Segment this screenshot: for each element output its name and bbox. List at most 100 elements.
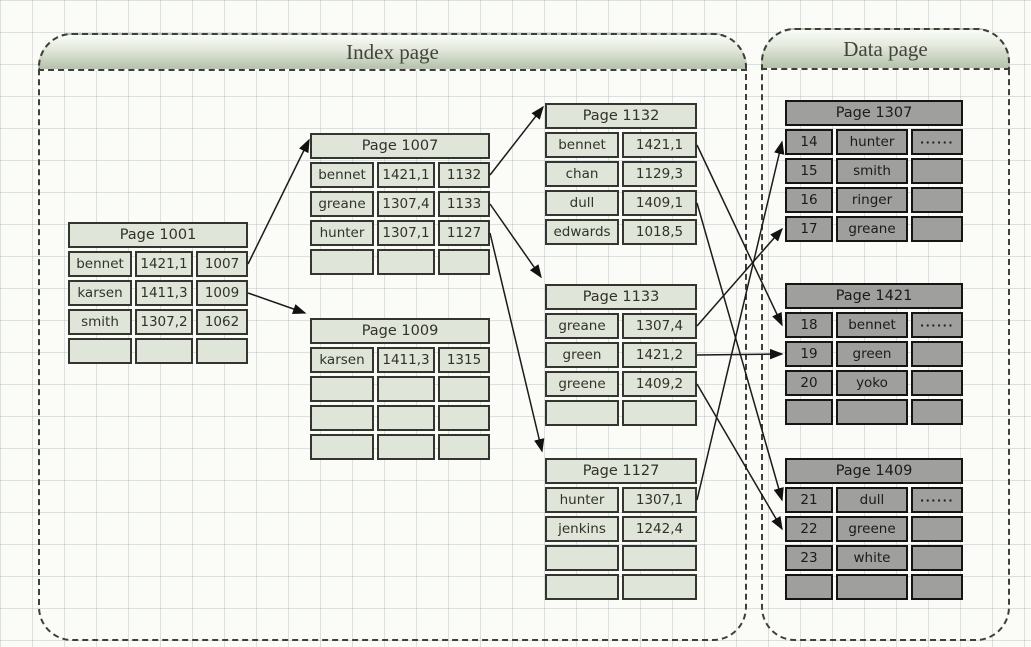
- table-cell-1001-r1-c2: 1009: [196, 280, 248, 306]
- table-cell-1001-r1-c1: 1411,3: [135, 280, 193, 306]
- table-cell-1421-r1-c0: 19: [785, 341, 833, 367]
- table-cell-1133-r0-c1: 1307,4: [622, 313, 697, 339]
- table-cell-1127-r0-c0: hunter: [545, 487, 619, 513]
- table-cell-1001-r1-c0: karsen: [68, 280, 132, 306]
- table-cell-1421-r2-c0: 20: [785, 370, 833, 396]
- page-table-title-1307: Page 1307: [785, 100, 963, 126]
- table-cell-1001-r2-c2: 1062: [196, 309, 248, 335]
- table-cell-1133-r0-c0: greane: [545, 313, 619, 339]
- table-cell-1007-r2-c2: 1127: [438, 220, 490, 246]
- table-cell-1133-r3-c0: [545, 400, 619, 426]
- page-table-title-1007: Page 1007: [310, 133, 490, 159]
- table-cell-1001-r0-c2: 1007: [196, 251, 248, 277]
- table-cell-1133-r2-c1: 1409,2: [622, 371, 697, 397]
- table-cell-1307-r1-c1: smith: [836, 158, 908, 184]
- table-cell-1009-r3-c0: [310, 434, 374, 460]
- table-cell-1009-r2-c0: [310, 405, 374, 431]
- table-cell-1307-r3-c2: [911, 216, 963, 242]
- table-cell-1009-r0-c1: 1411,3: [377, 347, 435, 373]
- table-cell-1009-r1-c1: [377, 376, 435, 402]
- table-cell-1001-r2-c0: smith: [68, 309, 132, 335]
- table-cell-1009-r1-c2: [438, 376, 490, 402]
- table-cell-1007-r0-c1: 1421,1: [377, 162, 435, 188]
- table-cell-1307-r2-c0: 16: [785, 187, 833, 213]
- table-cell-1409-r1-c2: [911, 516, 963, 542]
- table-cell-1421-r3-c2: [911, 399, 963, 425]
- table-cell-1133-r1-c1: 1421,2: [622, 342, 697, 368]
- table-cell-1409-r3-c2: [911, 574, 963, 600]
- table-cell-1001-r3-c1: [135, 338, 193, 364]
- table-cell-1421-r0-c1: bennet: [836, 312, 908, 338]
- table-cell-1007-r3-c2: [438, 249, 490, 275]
- table-cell-1409-r0-c2: ······: [911, 487, 963, 513]
- table-cell-1421-r1-c2: [911, 341, 963, 367]
- table-cell-1307-r3-c0: 17: [785, 216, 833, 242]
- data-page-header-label: Data page: [843, 36, 928, 61]
- page-table-title-1133: Page 1133: [545, 284, 697, 310]
- table-cell-1307-r0-c2: ······: [911, 129, 963, 155]
- table-cell-1409-r2-c2: [911, 545, 963, 571]
- table-cell-1307-r2-c1: ringer: [836, 187, 908, 213]
- table-cell-1409-r2-c1: white: [836, 545, 908, 571]
- table-cell-1421-r3-c1: [836, 399, 908, 425]
- table-cell-1409-r3-c0: [785, 574, 833, 600]
- table-cell-1409-r0-c1: dull: [836, 487, 908, 513]
- table-cell-1421-r2-c1: yoko: [836, 370, 908, 396]
- page-table-title-1409: Page 1409: [785, 458, 963, 484]
- table-cell-1132-r1-c0: chan: [545, 161, 619, 187]
- table-cell-1009-r2-c1: [377, 405, 435, 431]
- table-cell-1007-r0-c0: bennet: [310, 162, 374, 188]
- table-cell-1009-r3-c2: [438, 434, 490, 460]
- table-cell-1132-r2-c0: dull: [545, 190, 619, 216]
- table-cell-1127-r2-c1: [622, 545, 697, 571]
- table-cell-1307-r2-c2: [911, 187, 963, 213]
- table-cell-1001-r0-c1: 1421,1: [135, 251, 193, 277]
- table-cell-1409-r3-c1: [836, 574, 908, 600]
- table-cell-1001-r3-c0: [68, 338, 132, 364]
- table-cell-1421-r2-c2: [911, 370, 963, 396]
- table-cell-1132-r1-c1: 1129,3: [622, 161, 697, 187]
- table-cell-1127-r0-c1: 1307,1: [622, 487, 697, 513]
- index-page-header-label: Index page: [346, 39, 439, 64]
- table-cell-1307-r1-c0: 15: [785, 158, 833, 184]
- table-cell-1132-r3-c0: edwards: [545, 219, 619, 245]
- table-cell-1127-r3-c0: [545, 574, 619, 600]
- table-cell-1007-r3-c1: [377, 249, 435, 275]
- table-cell-1009-r3-c1: [377, 434, 435, 460]
- table-cell-1409-r2-c0: 23: [785, 545, 833, 571]
- table-cell-1421-r0-c2: ······: [911, 312, 963, 338]
- table-cell-1127-r1-c1: 1242,4: [622, 516, 697, 542]
- table-cell-1307-r0-c1: hunter: [836, 129, 908, 155]
- table-cell-1132-r0-c1: 1421,1: [622, 132, 697, 158]
- table-cell-1007-r0-c2: 1132: [438, 162, 490, 188]
- page-table-title-1421: Page 1421: [785, 283, 963, 309]
- page-table-title-1001: Page 1001: [68, 222, 248, 248]
- table-cell-1133-r3-c1: [622, 400, 697, 426]
- table-cell-1307-r3-c1: greane: [836, 216, 908, 242]
- table-cell-1009-r0-c0: karsen: [310, 347, 374, 373]
- table-cell-1133-r2-c0: greene: [545, 371, 619, 397]
- table-cell-1009-r0-c2: 1315: [438, 347, 490, 373]
- table-cell-1001-r0-c0: bennet: [68, 251, 132, 277]
- table-cell-1127-r1-c0: jenkins: [545, 516, 619, 542]
- table-cell-1007-r2-c1: 1307,1: [377, 220, 435, 246]
- table-cell-1007-r2-c0: hunter: [310, 220, 374, 246]
- table-cell-1421-r1-c1: green: [836, 341, 908, 367]
- page-table-title-1009: Page 1009: [310, 318, 490, 344]
- table-cell-1009-r1-c0: [310, 376, 374, 402]
- table-cell-1132-r2-c1: 1409,1: [622, 190, 697, 216]
- table-cell-1132-r3-c1: 1018,5: [622, 219, 697, 245]
- table-cell-1307-r1-c2: [911, 158, 963, 184]
- table-cell-1409-r0-c0: 21: [785, 487, 833, 513]
- table-cell-1421-r0-c0: 18: [785, 312, 833, 338]
- table-cell-1409-r1-c0: 22: [785, 516, 833, 542]
- table-cell-1009-r2-c2: [438, 405, 490, 431]
- table-cell-1421-r3-c0: [785, 399, 833, 425]
